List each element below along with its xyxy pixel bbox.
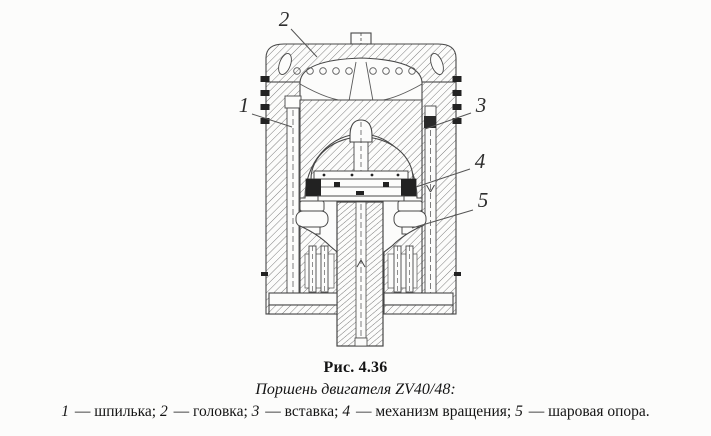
callout-5: 5 [411,188,489,229]
ring-grooves-right [452,76,462,276]
gallery-floor-right [373,83,423,102]
callout-4: 4 [415,149,486,188]
gallery-floor-left [299,83,349,102]
callout-5-label: 5 [478,188,489,212]
mechanism-cap-right [401,179,416,196]
piston-rod [336,201,384,347]
cooling-gallery [293,61,423,102]
piston-right-wall [421,76,462,315]
callout-2-label: 2 [279,7,290,31]
oil-flow-arrow-down [426,184,435,193]
mechanism-bottom-plate [317,195,405,202]
mechanism-cap-left [306,179,321,196]
ball-support-left [295,200,329,235]
mechanism-top-plate [313,170,409,180]
rotation-mechanism [305,170,417,202]
callout-3-label: 3 [475,93,487,117]
stud-boss-left [284,95,302,109]
oil-passage-left [278,53,292,75]
skirt-flange [268,292,454,315]
insert-block [424,116,436,128]
piston-crown [265,32,457,83]
figure-number: Рис. 4.36 [323,359,388,376]
spherical-seat [310,119,414,180]
ring-grooves-left [260,76,270,276]
callout-3: 3 [424,93,487,130]
cooling-holes [293,67,416,75]
oil-passage-right [430,53,444,75]
rod-tip-notch [354,337,368,347]
figure-legend: 1 — шпилька; 2 — головка; 3 — вставка; 4… [61,403,650,420]
ball-supports [295,200,427,235]
piston-left-wall [260,76,302,315]
callout-4-label: 4 [475,149,486,173]
callout-2: 2 [279,7,318,58]
figure-title: Поршень двигателя ZV40/48: [255,381,456,398]
rod-flow-arrow-up [356,259,366,268]
lower-flanks [299,225,423,294]
center-funnel [348,61,374,102]
callout-1: 1 [239,93,293,128]
callout-1-label: 1 [239,93,250,117]
